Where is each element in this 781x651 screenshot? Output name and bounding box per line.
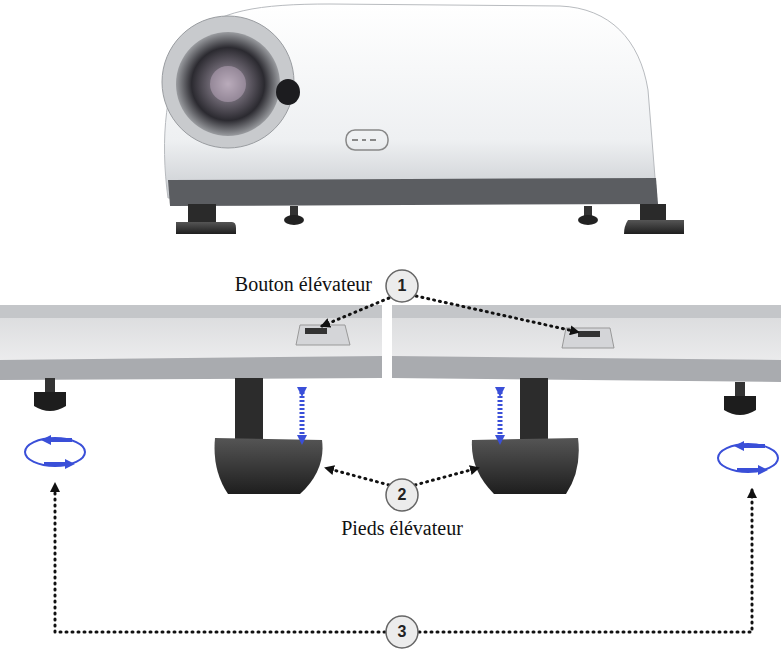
callout-number: 2 (386, 483, 418, 507)
part-name: Bouton élévateur (235, 272, 372, 296)
part-name: Pieds élévateur (341, 516, 463, 540)
callout-number: 3 (386, 620, 418, 644)
callout-number: 1 (386, 274, 418, 298)
